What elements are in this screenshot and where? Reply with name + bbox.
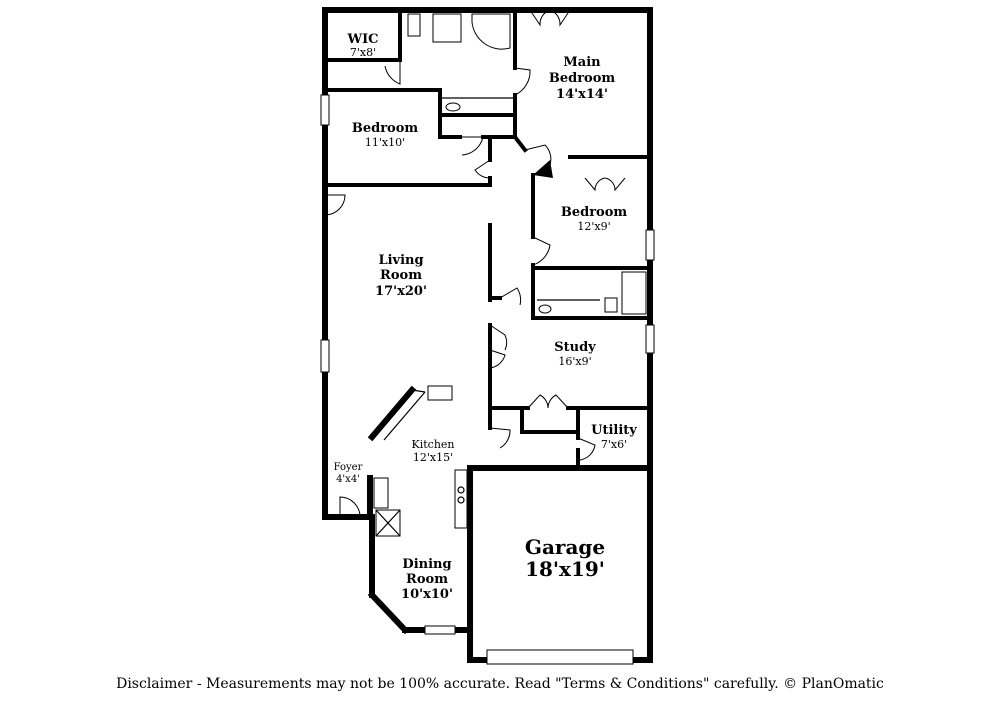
- room-label-utility: Utility 7'x6': [591, 423, 637, 451]
- room-label-main-bedroom: Main Bedroom 14'x14': [549, 55, 616, 102]
- room-name: Bedroom: [352, 121, 419, 136]
- room-name: Kitchen: [412, 438, 455, 451]
- room-label-study: Study 16'x9': [554, 340, 596, 368]
- room-label-living-room: Living Room 17'x20': [375, 253, 427, 299]
- room-size: 12'x15': [413, 451, 453, 464]
- room-size: 16'x9': [558, 355, 591, 368]
- room-label-foyer: Foyer 4'x4': [334, 462, 363, 485]
- room-size: 14'x14': [556, 87, 608, 102]
- room-label-bedroom-1: Bedroom 11'x10': [352, 121, 419, 149]
- room-size: 18'x19': [525, 557, 605, 581]
- room-name: Bedroom: [561, 205, 628, 220]
- room-name: Utility: [591, 423, 637, 438]
- room-name: Study: [554, 340, 596, 355]
- room-size: 10'x10': [401, 587, 453, 602]
- room-name: Garage: [525, 535, 605, 559]
- room-name-line2: Room: [380, 268, 422, 283]
- disclaimer-text: Disclaimer - Measurements may not be 100…: [116, 676, 884, 692]
- room-name: WIC: [346, 32, 378, 47]
- room-label-wic: WIC 7'x8': [346, 32, 378, 59]
- room-size: 12'x9': [577, 220, 610, 233]
- room-name-line1: Main: [563, 55, 601, 70]
- windows: [320, 94, 655, 665]
- room-label-garage: Garage 18'x19': [525, 535, 605, 581]
- room-size: 11'x10': [365, 136, 405, 149]
- room-name-line2: Bedroom: [549, 71, 616, 86]
- room-size: 7'x8': [350, 46, 376, 59]
- room-size: 7'x6': [601, 438, 627, 451]
- room-name-line1: Dining: [402, 557, 451, 572]
- room-name-line1: Living: [378, 253, 423, 268]
- fixtures: [373, 13, 647, 537]
- interior-walls: [323, 8, 652, 470]
- room-label-kitchen: Kitchen 12'x15': [412, 438, 455, 464]
- room-size: 4'x4': [336, 474, 360, 485]
- room-label-bedroom-2: Bedroom 12'x9': [561, 205, 628, 233]
- doors: [324, 9, 626, 518]
- room-name: Foyer: [334, 462, 363, 473]
- room-label-dining-room: Dining Room 10'x10': [401, 557, 453, 602]
- room-size: 17'x20': [375, 284, 427, 299]
- room-name-line2: Room: [406, 572, 448, 587]
